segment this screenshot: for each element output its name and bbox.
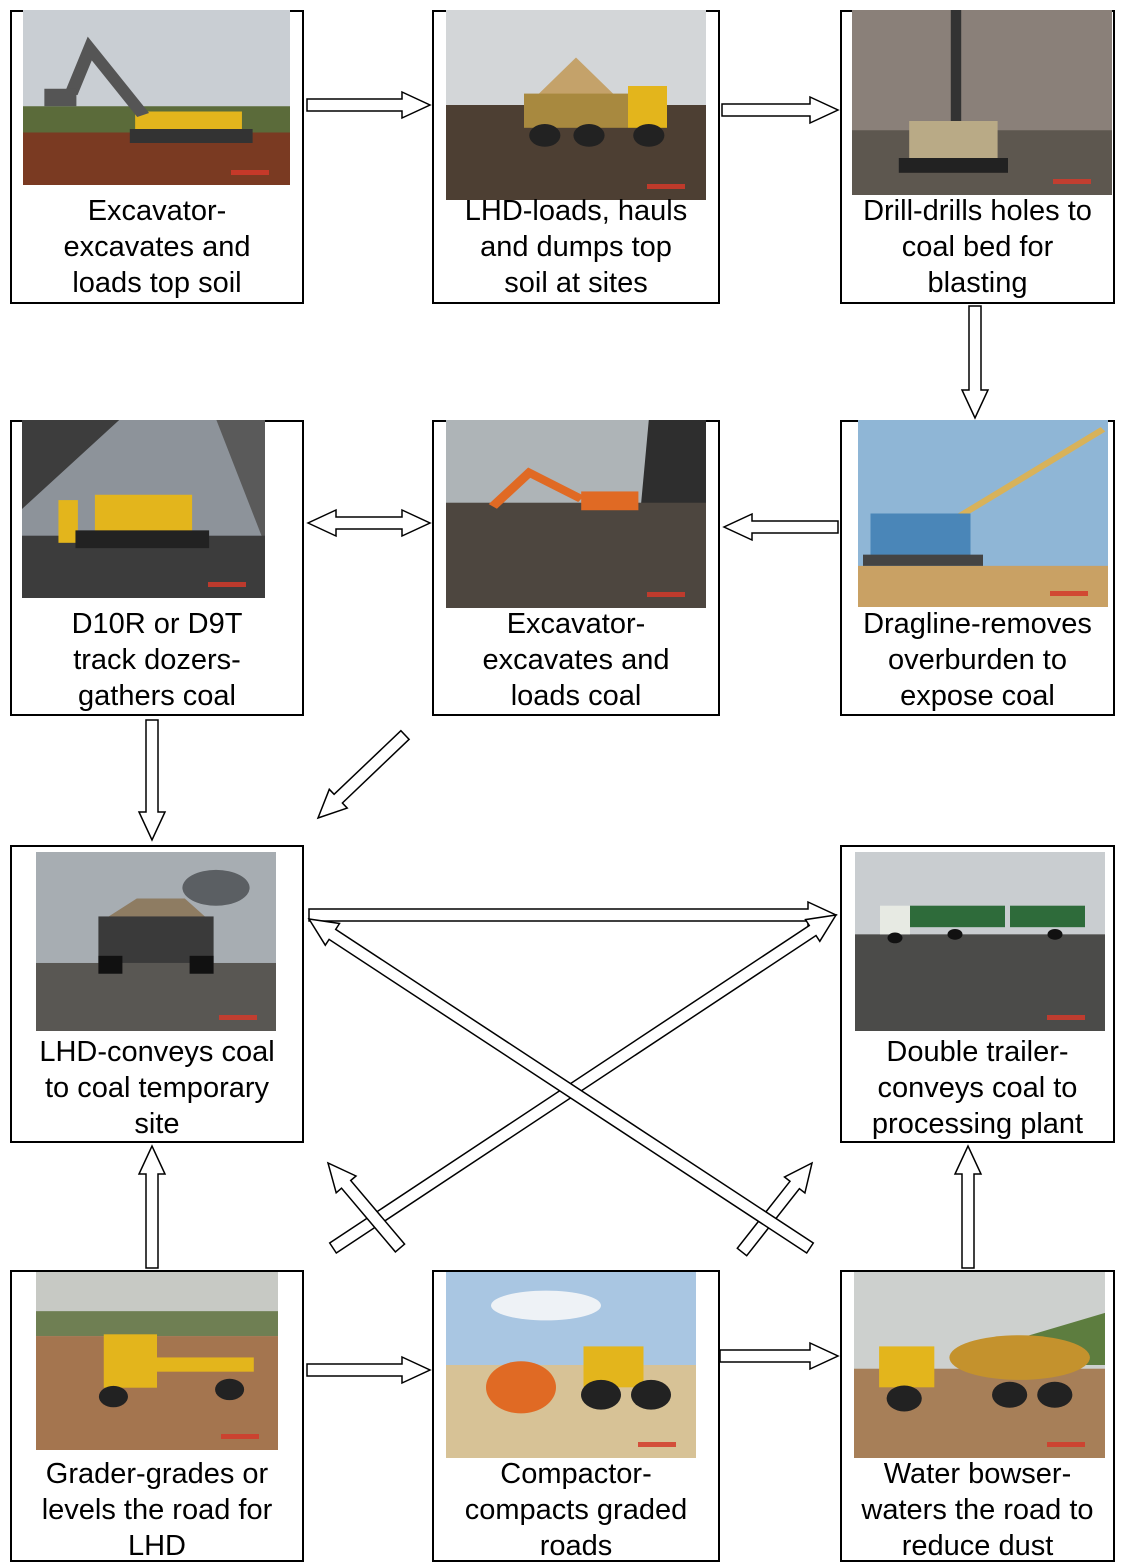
water-bowser-caption: Water bowser- waters the road to reduce … [861, 1458, 1094, 1562]
lhd-topsoil-photo [446, 10, 706, 200]
arrow-compactor-to-lhd-coal [326, 1161, 406, 1253]
double-trailer-photo [855, 852, 1105, 1031]
arrow-excavator-topsoil-to-lhd-topsoil [306, 90, 432, 120]
compactor-photo [446, 1272, 696, 1458]
excavator-topsoil-caption: Excavator- excavates and loads top soil [63, 195, 251, 299]
dragline-caption: Dragline-removes overburden to expose co… [863, 608, 1092, 712]
arrow-lhd-coal-to-double-trailer [308, 900, 838, 930]
arrow-compactor-to-water-bowser [719, 1341, 840, 1371]
compactor-caption: Compactor- compacts graded roads [464, 1458, 688, 1562]
excavator-topsoil-photo [23, 10, 290, 185]
dragline-photo [858, 420, 1108, 607]
water-bowser-photo [854, 1272, 1105, 1458]
excavator-coal-photo [446, 420, 706, 608]
lhd-topsoil-caption: LHD-loads, hauls and dumps top soil at s… [464, 195, 688, 299]
arrow-lhd-topsoil-to-drill [721, 95, 840, 125]
arrow-compactor-to-double-trailer [736, 1161, 814, 1257]
drill-photo [852, 10, 1112, 195]
arrow-dragline-to-excavator-coal [722, 512, 839, 542]
arrow-water-bowser-to-lhd-coal [307, 918, 815, 1255]
arrow-grader-to-lhd-coal [137, 1144, 167, 1269]
arrow-excavator-coal-to-dozers [306, 508, 432, 538]
dozers-photo [22, 420, 265, 598]
excavator-coal-caption: Excavator- excavates and loads coal [482, 608, 670, 712]
grader-caption: Grader-grades or levels the road for LHD [41, 1458, 273, 1562]
grader-photo [36, 1272, 278, 1450]
arrow-grader-to-compactor [306, 1355, 432, 1385]
arrow-excavator-coal-to-lhd-coal [316, 729, 411, 820]
dozers-caption: D10R or D9T track dozers- gathers coal [71, 608, 243, 712]
lhd-coal-photo [36, 852, 276, 1031]
arrow-water-bowser-to-double-trailer [953, 1144, 983, 1269]
arrow-drill-to-dragline [960, 305, 990, 420]
arrow-grader-to-double-trailer [328, 914, 838, 1255]
arrow-dozers-to-lhd-coal [137, 719, 167, 842]
lhd-coal-caption: LHD-conveys coal to coal temporary site [39, 1036, 275, 1140]
double-trailer-caption: Double trailer- conveys coal to processi… [871, 1036, 1084, 1140]
drill-caption: Drill-drills holes to coal bed for blast… [863, 195, 1092, 299]
